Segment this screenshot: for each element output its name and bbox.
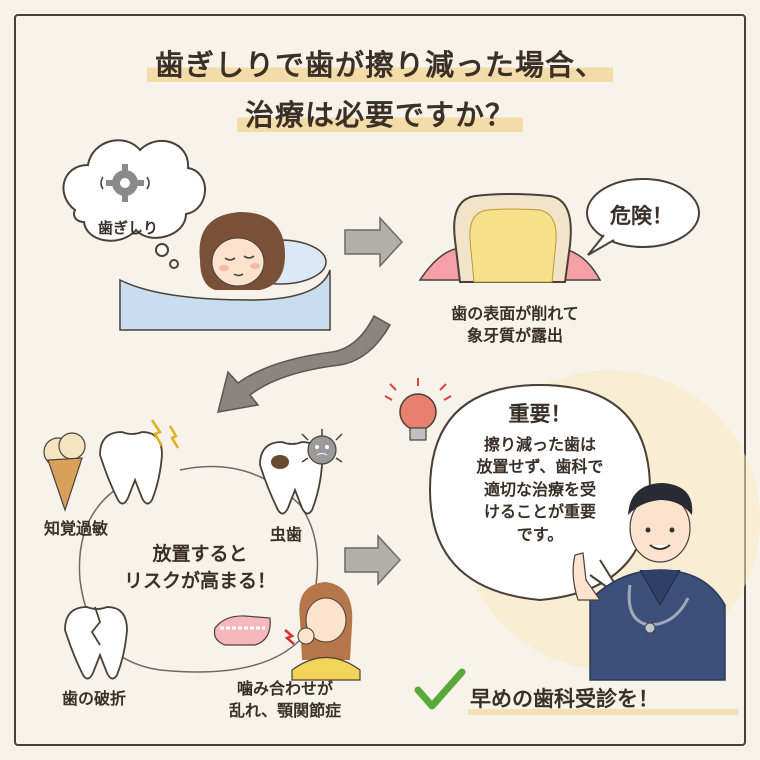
lightbulb-icon: [384, 378, 452, 441]
doctor-bubble-line1: 擦り減った歯は: [483, 435, 596, 454]
risk-sensitivity: 知覚過敏: [44, 519, 109, 538]
arrow-right-icon-2: [344, 534, 402, 586]
center-message-line2: リスクが高まる！: [123, 569, 276, 592]
ice-cream-illustration: [43, 432, 86, 512]
sensitive-tooth: [99, 431, 163, 505]
enamel-caption: 歯の表面が削れて 象牙質が露出: [440, 303, 590, 346]
doctor-bubble-line4: けることが重要: [483, 502, 596, 522]
gear-icon: [100, 164, 150, 202]
woman-in-pain: [291, 582, 361, 681]
thought-label: 歯ぎしり: [98, 219, 159, 237]
page-title-line1: 歯ぎしりで歯が擦り減った場合、: [0, 42, 760, 84]
curved-arrow-icon: [216, 314, 392, 413]
danger-label: 危険！: [610, 204, 673, 228]
doctor-illustration: [572, 483, 726, 681]
thought-cloud: [62, 139, 206, 269]
arrow-right-icon: [344, 216, 404, 268]
danger-bubble: [586, 178, 700, 256]
broken-tooth: [64, 606, 128, 680]
doctor-bubble-line3: 適切な治療を受: [483, 479, 596, 499]
center-message-line1: 放置すると: [152, 543, 248, 565]
page-frame: [14, 14, 746, 746]
doctor-bubble-line2: 放置せず、歯科で: [476, 457, 604, 477]
doctor-bubble-title: 重要！: [508, 402, 572, 426]
risk-bite-line2: 乱れ、顎関節症: [228, 700, 342, 720]
sleeping-woman: [119, 212, 331, 331]
doctor-bubble-body: 擦り減った歯は 放置せず、歯科で 適切な治療を受 けることが重要 です。: [440, 434, 640, 546]
enamel-caption-line2: 象牙質が露出: [466, 325, 563, 345]
lightning-icon: [150, 419, 180, 449]
checkmark-icon: [414, 668, 466, 710]
enamel-caption-line1: 歯の表面が削れて: [451, 304, 579, 323]
risk-cavity: 虫歯: [270, 525, 303, 544]
jaw-illustration: [213, 615, 271, 646]
center-message: 放置すると リスクが高まる！: [90, 541, 310, 594]
risk-bite: 噛み合わせが 乱れ、顎関節症: [210, 678, 360, 721]
risk-bite-line1: 噛み合わせが: [236, 679, 333, 698]
risk-fracture: 歯の破折: [62, 689, 127, 708]
germ-icon: [301, 429, 343, 465]
doctor-bubble-line5: です。: [516, 524, 564, 544]
cta-text: 早めの歯科受診を！: [470, 687, 659, 711]
pain-lightning-icon: [284, 629, 295, 645]
tooth-cross-section: [418, 193, 602, 283]
page-title-line2: 治療は必要ですか？: [0, 92, 760, 134]
